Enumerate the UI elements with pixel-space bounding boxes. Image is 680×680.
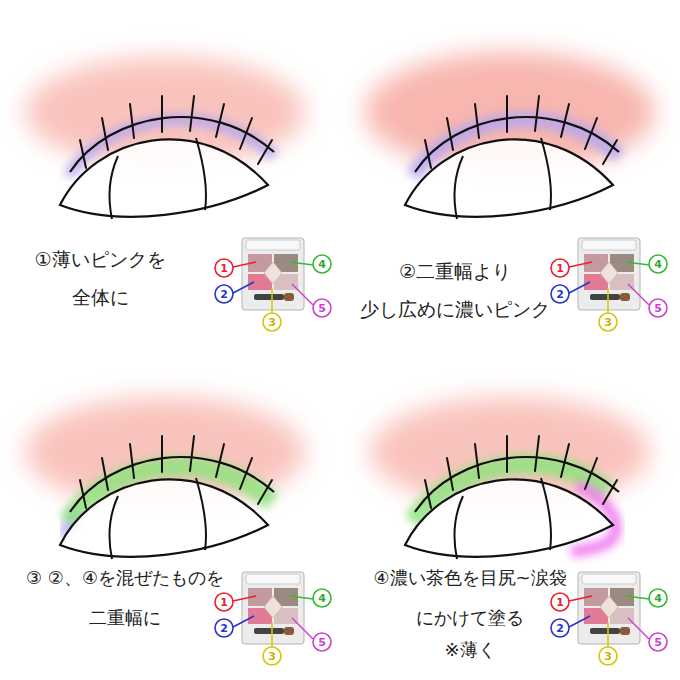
callout-number: 3 (604, 317, 612, 328)
eye-panel (365, 52, 655, 219)
callout-number: 4 (318, 593, 326, 604)
callout-number: 4 (318, 259, 326, 270)
callout-number: 1 (220, 263, 228, 274)
palette-icon (215, 238, 667, 665)
callout-number: 5 (654, 303, 662, 314)
step-caption: ④濃い茶色を目尻~涙袋 にかけて塗る (370, 558, 570, 638)
step-caption: ①薄いピンクを 全体に (31, 240, 169, 316)
callout-number: 1 (556, 597, 564, 608)
callout-number: 2 (220, 289, 228, 300)
callout-number: 1 (556, 263, 564, 274)
callout-number: 5 (654, 637, 662, 648)
callout-number: 1 (220, 597, 228, 608)
eye-panel (25, 57, 305, 219)
callout-number: 3 (268, 651, 276, 662)
callout-number: 2 (556, 623, 564, 634)
callout-number: 5 (318, 637, 326, 648)
step-caption: ③ ②、④を混ぜたものを 二重幅に (23, 558, 228, 638)
note-text: ※薄く (444, 638, 495, 662)
callout-number: 3 (268, 317, 276, 328)
step-caption: ②二重幅より 少し広めに濃いピンク (357, 252, 553, 328)
callout-number: 4 (654, 259, 662, 270)
eye-panel (25, 397, 305, 559)
callout-number: 2 (556, 289, 564, 300)
callout-number: 5 (318, 303, 326, 314)
callout-number: 2 (220, 623, 228, 634)
callout-number: 3 (604, 651, 612, 662)
eye-panel (370, 397, 650, 559)
callout-number: 4 (654, 593, 662, 604)
